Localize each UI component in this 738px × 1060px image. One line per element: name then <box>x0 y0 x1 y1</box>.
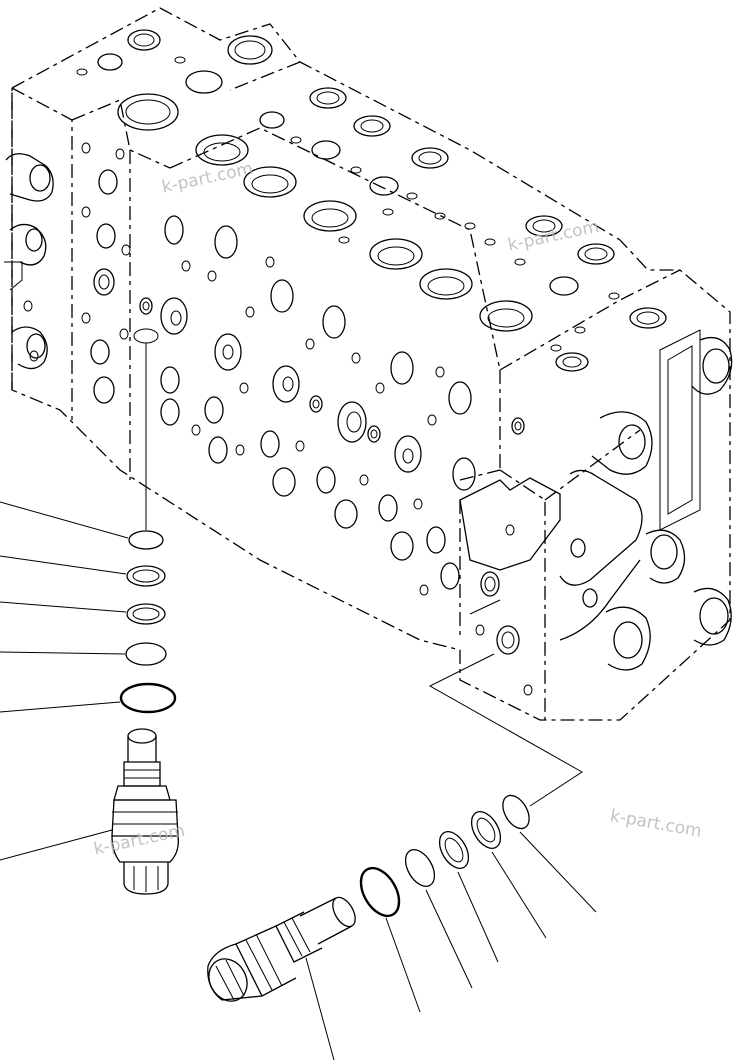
ring-3 <box>126 603 166 625</box>
lower-ring-stack <box>359 794 530 918</box>
lower-ring-4 <box>404 849 436 887</box>
ring-1 <box>128 530 164 550</box>
lower-connection-lines <box>428 653 583 807</box>
lower-ring-2 <box>470 811 502 849</box>
ring-2 <box>126 565 166 587</box>
lower-ring-1 <box>502 794 530 830</box>
upper-center-line <box>133 328 159 530</box>
top-face-ports <box>76 29 667 372</box>
front-face-ports <box>23 142 476 596</box>
lower-relief-valve <box>207 896 356 1002</box>
valve-body-outline <box>11 7 731 721</box>
upper-ring-stack <box>119 530 177 714</box>
upper-leader-lines <box>0 501 129 861</box>
lower-ring-5 <box>359 866 401 918</box>
ring-4 <box>125 642 167 666</box>
lower-section-block <box>459 477 561 696</box>
right-end-cover <box>511 329 733 671</box>
lower-ring-3 <box>438 831 470 869</box>
left-side-bosses <box>4 153 54 370</box>
upper-relief-valve <box>111 728 179 895</box>
ring-5 <box>119 682 177 714</box>
lower-leader-lines <box>305 831 597 1060</box>
